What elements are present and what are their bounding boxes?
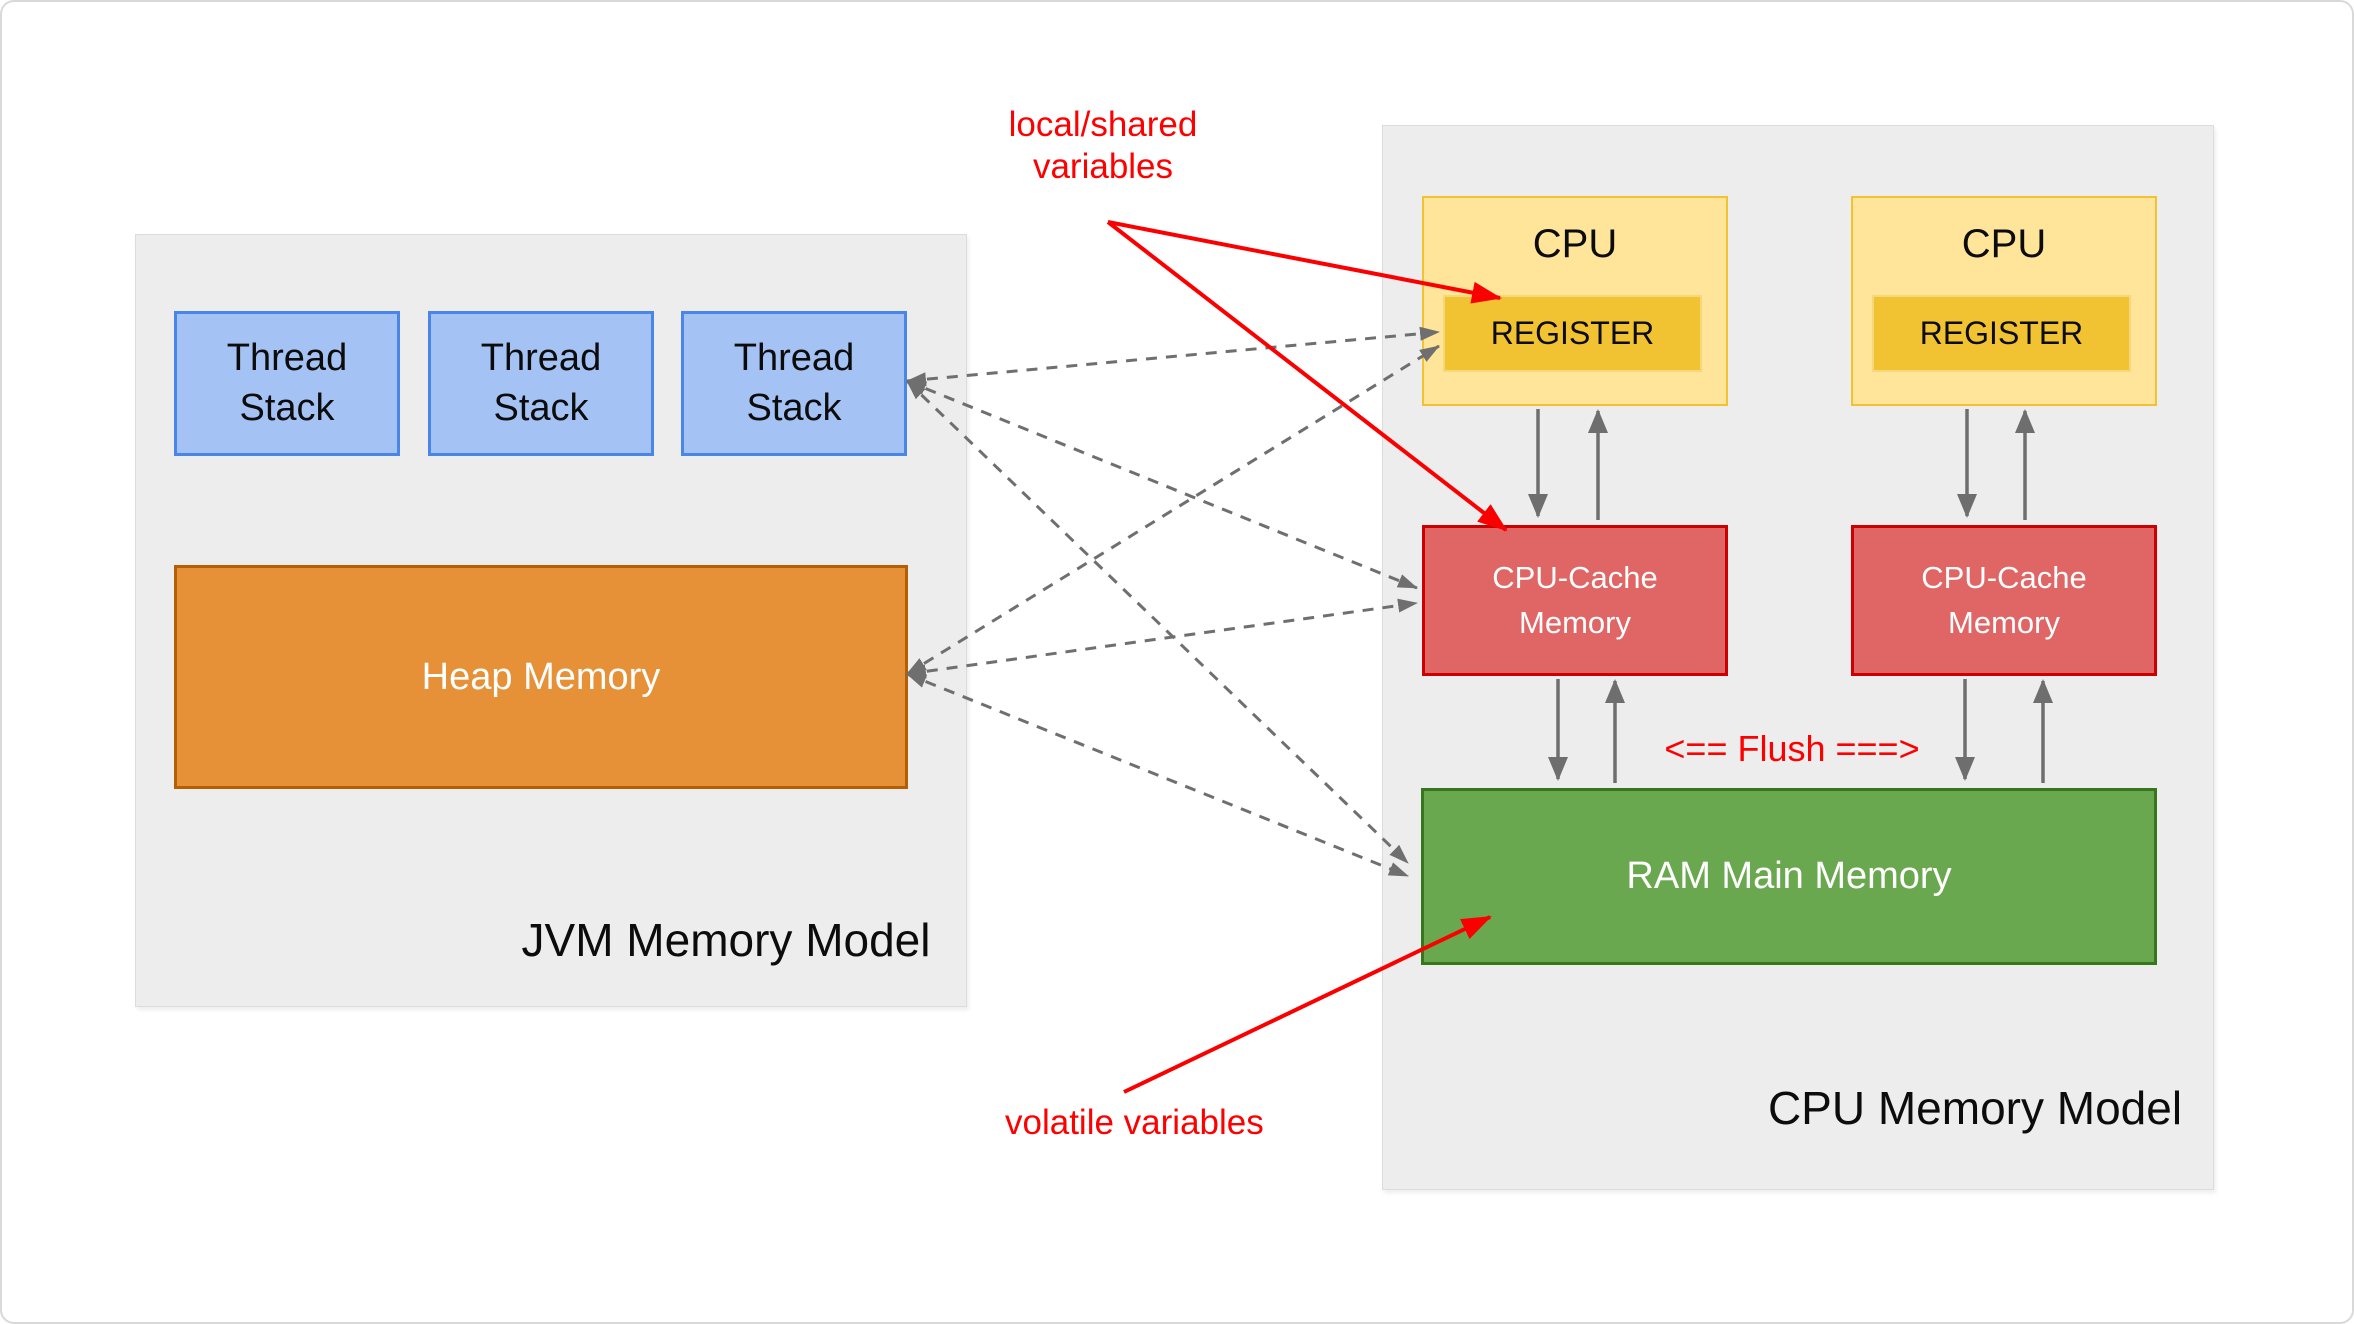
cpu-panel-title: CPU Memory Model <box>1767 1082 2183 1134</box>
cpu-cache-label: CPU-Cache Memory <box>1921 560 2087 640</box>
cpu-box-1: CPU REGISTER <box>1422 196 1728 406</box>
cpu-cache-memory-box-1: CPU-Cache Memory <box>1422 525 1728 676</box>
cpu-label: CPU <box>1961 222 2047 266</box>
ram-main-memory-box: RAM Main Memory <box>1421 788 2157 965</box>
thread-stack-box-2: Thread Stack <box>428 311 654 456</box>
ram-label: RAM Main Memory <box>1626 855 1952 897</box>
volatile-variables-annotation: volatile variables <box>1005 1103 1264 1142</box>
thread-stack-label: Thread Stack <box>480 337 602 429</box>
cpu-cache-memory-box-2: CPU-Cache Memory <box>1851 525 2157 676</box>
local-shared-variables-annotation: local/shared variables <box>1008 105 1198 186</box>
dashed-connector <box>906 379 1418 590</box>
register-box-1: REGISTER <box>1443 295 1702 372</box>
thread-stack-box-3: Thread Stack <box>681 311 907 456</box>
thread-stack-box-1: Thread Stack <box>174 311 400 456</box>
register-label: REGISTER <box>1490 315 1655 351</box>
heap-memory-label: Heap Memory <box>421 655 661 698</box>
dashed-connector <box>906 326 1440 387</box>
dashed-connector <box>906 344 1440 676</box>
cpu-cache-label: CPU-Cache Memory <box>1492 560 1658 640</box>
dashed-connector <box>906 672 1409 878</box>
jvm-panel-title: JVM Memory Model <box>521 914 931 966</box>
cpu-memory-model-panel: CPU REGISTER CPU REGISTER CPU-Cache Memo… <box>1382 125 2214 1190</box>
thread-stack-label: Thread Stack <box>733 337 855 429</box>
register-box-2: REGISTER <box>1872 295 2131 372</box>
dashed-connector <box>906 598 1418 679</box>
flush-annotation: <== Flush ===> <box>1664 728 1920 769</box>
register-label: REGISTER <box>1919 315 2084 351</box>
dashed-connector <box>905 379 1410 865</box>
thread-stack-label: Thread Stack <box>226 337 348 429</box>
jvm-memory-model-panel: Thread Stack Thread Stack Thread Stack H… <box>135 234 967 1007</box>
heap-memory-box: Heap Memory <box>174 565 908 789</box>
cpu-label: CPU <box>1532 222 1618 266</box>
cpu-box-2: CPU REGISTER <box>1851 196 2157 406</box>
